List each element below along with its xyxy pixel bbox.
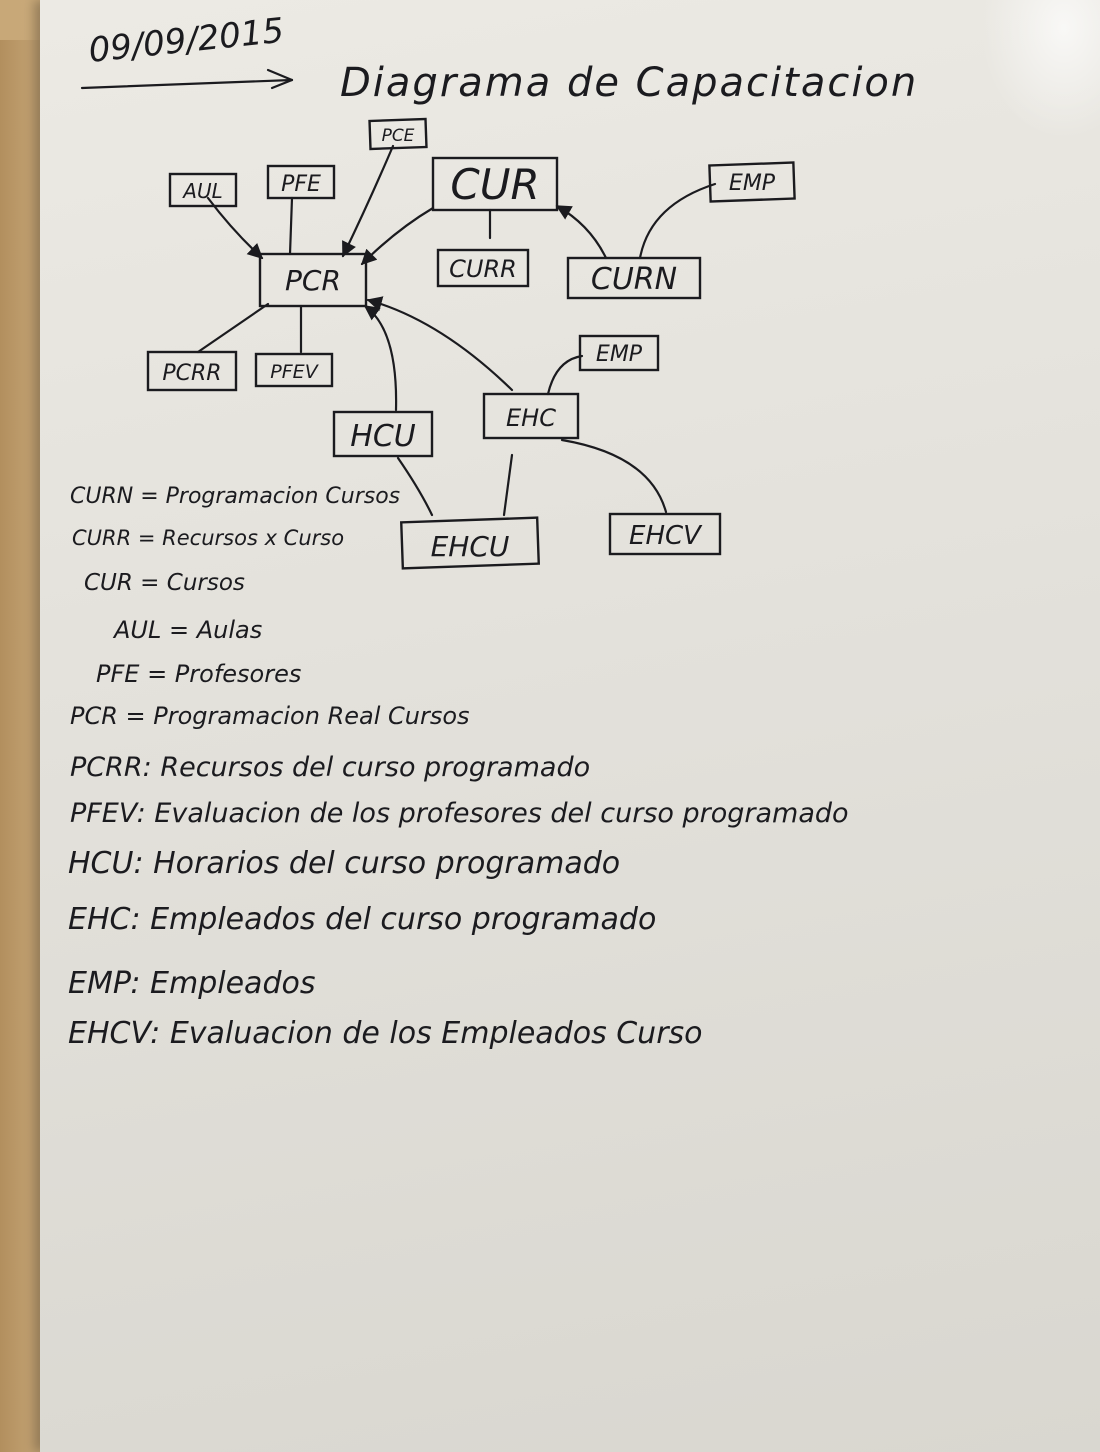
date-underline	[80, 78, 294, 90]
edge-ehc-ehcv	[560, 438, 668, 514]
paper-sheet	[40, 0, 1100, 1452]
node-aul: AUL	[168, 172, 238, 208]
edge-hcu-ehcu	[396, 456, 434, 517]
node-pfe: PFE	[266, 164, 336, 200]
svg-text:PCR: PCR	[285, 264, 341, 297]
node-ehc: EHC	[482, 392, 580, 440]
diagram-title: Diagrama de Capacitacion	[340, 60, 918, 106]
edge-ehc-ehcu	[502, 453, 514, 517]
date-arrow-head-a	[266, 68, 294, 82]
node-ehcu: EHCU	[399, 516, 541, 570]
svg-text:PCE: PCE	[382, 126, 415, 146]
light-glare	[980, 0, 1100, 140]
edge-cur-pcr	[360, 206, 435, 266]
edge-pce-pcr	[341, 144, 395, 258]
edge-pcr-hcu	[363, 304, 398, 412]
node-emp-top: EMP	[708, 161, 796, 203]
svg-text:AUL: AUL	[181, 179, 222, 203]
node-ehcv: EHCV	[608, 512, 722, 556]
node-emp-mid: EMP	[578, 334, 660, 372]
legend-item-aul: AUL = Aulas	[114, 616, 263, 644]
node-pcrr: PCRR	[146, 350, 238, 392]
svg-text:CURR: CURR	[449, 255, 517, 283]
svg-text:EMP: EMP	[596, 342, 643, 367]
svg-text:HCU: HCU	[350, 419, 416, 454]
svg-text:PCRR: PCRR	[162, 361, 221, 386]
node-curn: CURN	[566, 256, 702, 300]
edge-pcr-pcrr	[196, 302, 270, 354]
node-pcr: PCR	[258, 252, 368, 308]
edge-aul-pcr	[206, 196, 264, 260]
svg-text:EHCU: EHCU	[431, 530, 510, 563]
legend-item-curr: CURR = Recursos x Curso	[72, 526, 345, 550]
legend-item-pcrr: PCRR: Recursos del curso programado	[70, 752, 591, 783]
legend-item-pcr: PCR = Programacion Real Cursos	[70, 702, 470, 730]
node-pfev: PFEV	[254, 352, 334, 388]
svg-text:PFE: PFE	[281, 172, 321, 197]
edge-emp-ehc	[546, 354, 584, 396]
legend-item-ehc: EHC: Empleados del curso programado	[68, 902, 657, 937]
node-curr: CURR	[436, 248, 530, 288]
svg-text:PFEV: PFEV	[270, 361, 319, 383]
node-cur: CUR	[431, 156, 559, 212]
svg-text:CURN: CURN	[591, 262, 677, 297]
svg-text:CUR: CUR	[450, 160, 539, 209]
svg-text:EHCV: EHCV	[629, 521, 703, 551]
legend-item-emp: EMP: Empleados	[68, 966, 316, 1001]
legend-item-curn: CURN = Programacion Cursos	[70, 484, 401, 509]
edge-pfe-pcr	[288, 196, 294, 256]
legend-item-pfe: PFE = Profesores	[96, 660, 302, 688]
date-text: 09/09/2015	[87, 11, 286, 71]
date-arrow-head-b	[270, 78, 294, 90]
edge-pcr-ehc	[366, 296, 514, 392]
edge-emp-curn	[638, 182, 717, 260]
edge-cur-curn	[555, 204, 608, 260]
legend-item-ehcv: EHCV: Evaluacion de los Empleados Curso	[68, 1016, 703, 1051]
node-hcu: HCU	[332, 410, 434, 458]
svg-text:EMP: EMP	[729, 171, 776, 196]
legend-item-pfev: PFEV: Evaluacion de los profesores del c…	[70, 798, 849, 829]
legend-item-hcu: HCU: Horarios del curso programado	[68, 846, 621, 881]
svg-text:EHC: EHC	[506, 404, 556, 432]
legend-item-cur: CUR = Cursos	[84, 570, 245, 596]
node-pce: PCE	[368, 117, 428, 151]
